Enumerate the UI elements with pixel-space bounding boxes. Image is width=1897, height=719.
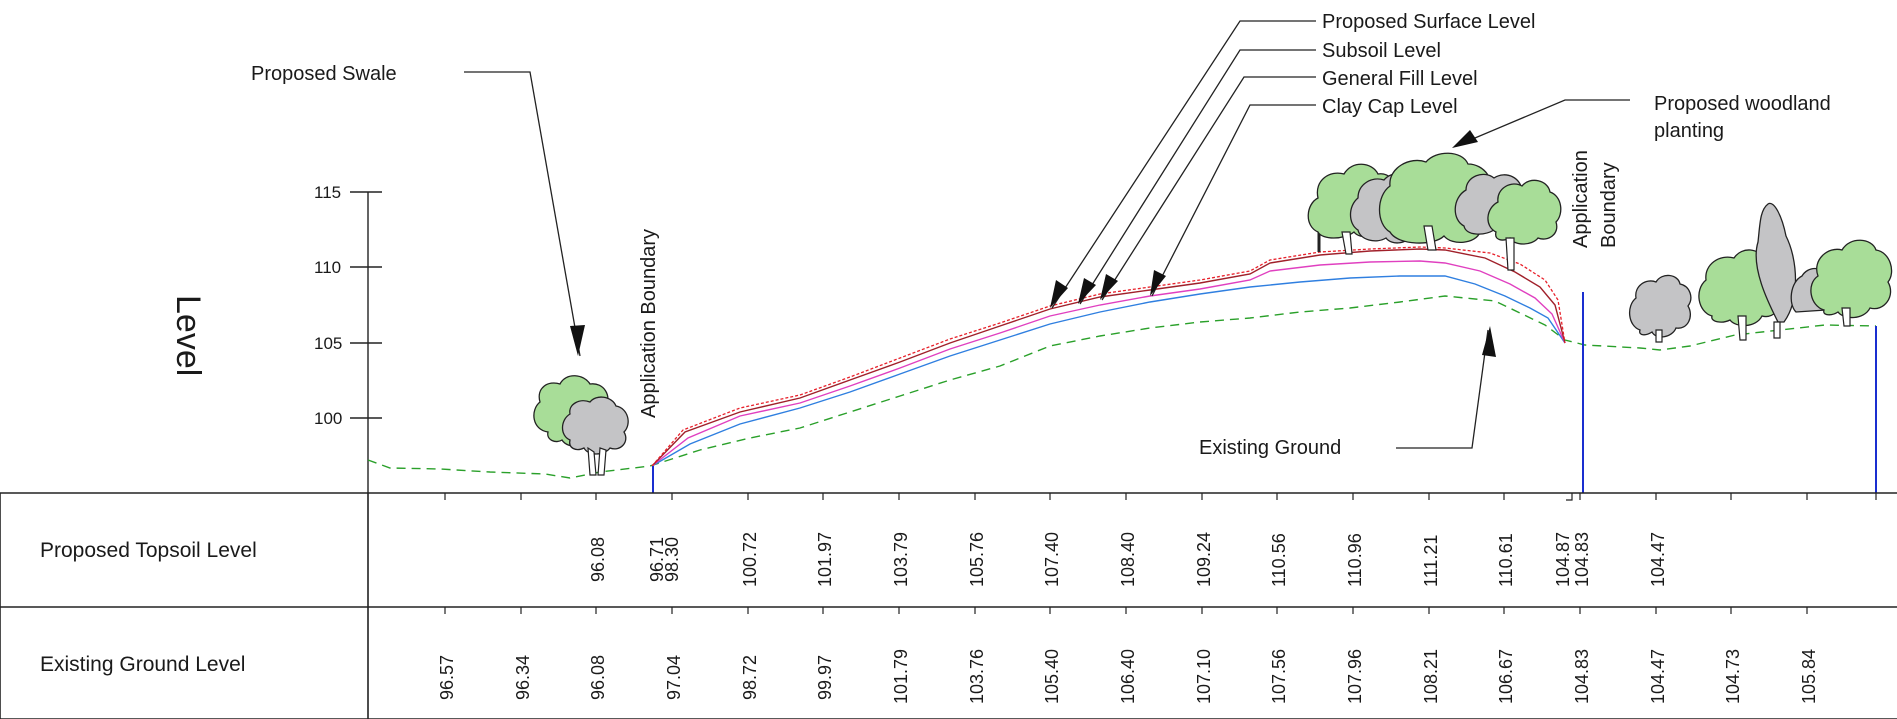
topsoil-value: 101.97 (815, 532, 835, 587)
clay-cap-line (651, 275, 1566, 467)
label-general-fill-level: General Fill Level (1322, 68, 1478, 90)
topsoil-value: 110.61 (1496, 533, 1516, 587)
existing-value: 107.96 (1345, 649, 1365, 704)
existing-value: 108.21 (1421, 649, 1441, 704)
topsoil-value: 104.87 (1553, 532, 1573, 587)
existing-value: 96.57 (437, 655, 457, 700)
topsoil-value: 107.40 (1042, 532, 1062, 587)
topsoil-value: 104.83 (1572, 532, 1592, 587)
y-tick-label: 100 (314, 409, 342, 428)
topsoil-value: 109.24 (1194, 532, 1214, 587)
existing-value: 107.56 (1269, 649, 1289, 704)
tree-group-woodland (1307, 152, 1562, 271)
y-tick-label: 105 (314, 334, 342, 353)
y-axis-title: Level (169, 295, 207, 376)
existing-value: 105.40 (1042, 649, 1062, 704)
topsoil-value: 103.79 (891, 532, 911, 587)
row-label-topsoil: Proposed Topsoil Level (40, 539, 257, 562)
subsoil-line (651, 248, 1566, 467)
label-application-boundary-left: Application Boundary (638, 229, 660, 418)
existing-value: 104.47 (1648, 649, 1668, 704)
existing-value: 96.08 (588, 655, 608, 700)
topsoil-value: 108.40 (1118, 532, 1138, 587)
existing-value: 99.97 (815, 655, 835, 700)
topsoil-value: 100.72 (740, 532, 760, 587)
label-subsoil-level: Subsoil Level (1322, 40, 1441, 62)
existing-value: 107.10 (1194, 649, 1214, 704)
label-proposed-surface-level: Proposed Surface Level (1322, 11, 1535, 33)
label-clay-cap-level: Clay Cap Level (1322, 96, 1458, 118)
leader-arrowheads (570, 130, 1496, 357)
label-application-boundary-right-1: Application (1570, 150, 1592, 248)
row-label-existing: Existing Ground Level (40, 653, 245, 676)
existing-value: 101.79 (891, 649, 911, 704)
topsoil-value: 111.21 (1421, 535, 1441, 587)
existing-value: 104.83 (1572, 649, 1592, 704)
level-table: Proposed Topsoil Level Existing Ground L… (0, 492, 1897, 719)
general-fill-line (651, 260, 1566, 467)
topsoil-value: 96.08 (588, 537, 608, 582)
label-proposed-swale: Proposed Swale (251, 63, 397, 85)
label-existing-ground: Existing Ground (1199, 437, 1341, 459)
topsoil-value: 98.30 (662, 537, 682, 582)
topsoil-value: 110.56 (1269, 533, 1289, 587)
proposed-surface-line (651, 246, 1566, 467)
existing-value: 98.72 (740, 655, 760, 700)
label-woodland-line1: Proposed woodland (1654, 93, 1831, 115)
topsoil-value: 96.71 (647, 537, 667, 582)
tree-group-right (1629, 202, 1893, 343)
profile-lines (367, 246, 1877, 479)
topsoil-value: 105.76 (967, 532, 987, 587)
existing-value: 106.67 (1496, 649, 1516, 704)
existing-value: 97.04 (664, 655, 684, 700)
y-tick-label: 110 (314, 258, 341, 277)
topsoil-value: 104.47 (1648, 532, 1668, 587)
existing-value: 103.76 (967, 649, 987, 704)
tree-swale (533, 375, 629, 476)
topsoil-value: 110.96 (1345, 533, 1365, 587)
existing-value: 105.84 (1799, 649, 1819, 704)
label-woodland-line2: planting (1654, 120, 1724, 142)
y-axis: 115 110 105 100 Level (169, 183, 382, 493)
existing-value: 104.73 (1723, 649, 1743, 704)
label-application-boundary-right-2: Boundary (1598, 162, 1620, 248)
existing-value: 106.40 (1118, 649, 1138, 704)
y-tick-label: 115 (314, 183, 341, 202)
leader-lines (464, 20, 1630, 449)
existing-value: 96.34 (513, 655, 533, 700)
